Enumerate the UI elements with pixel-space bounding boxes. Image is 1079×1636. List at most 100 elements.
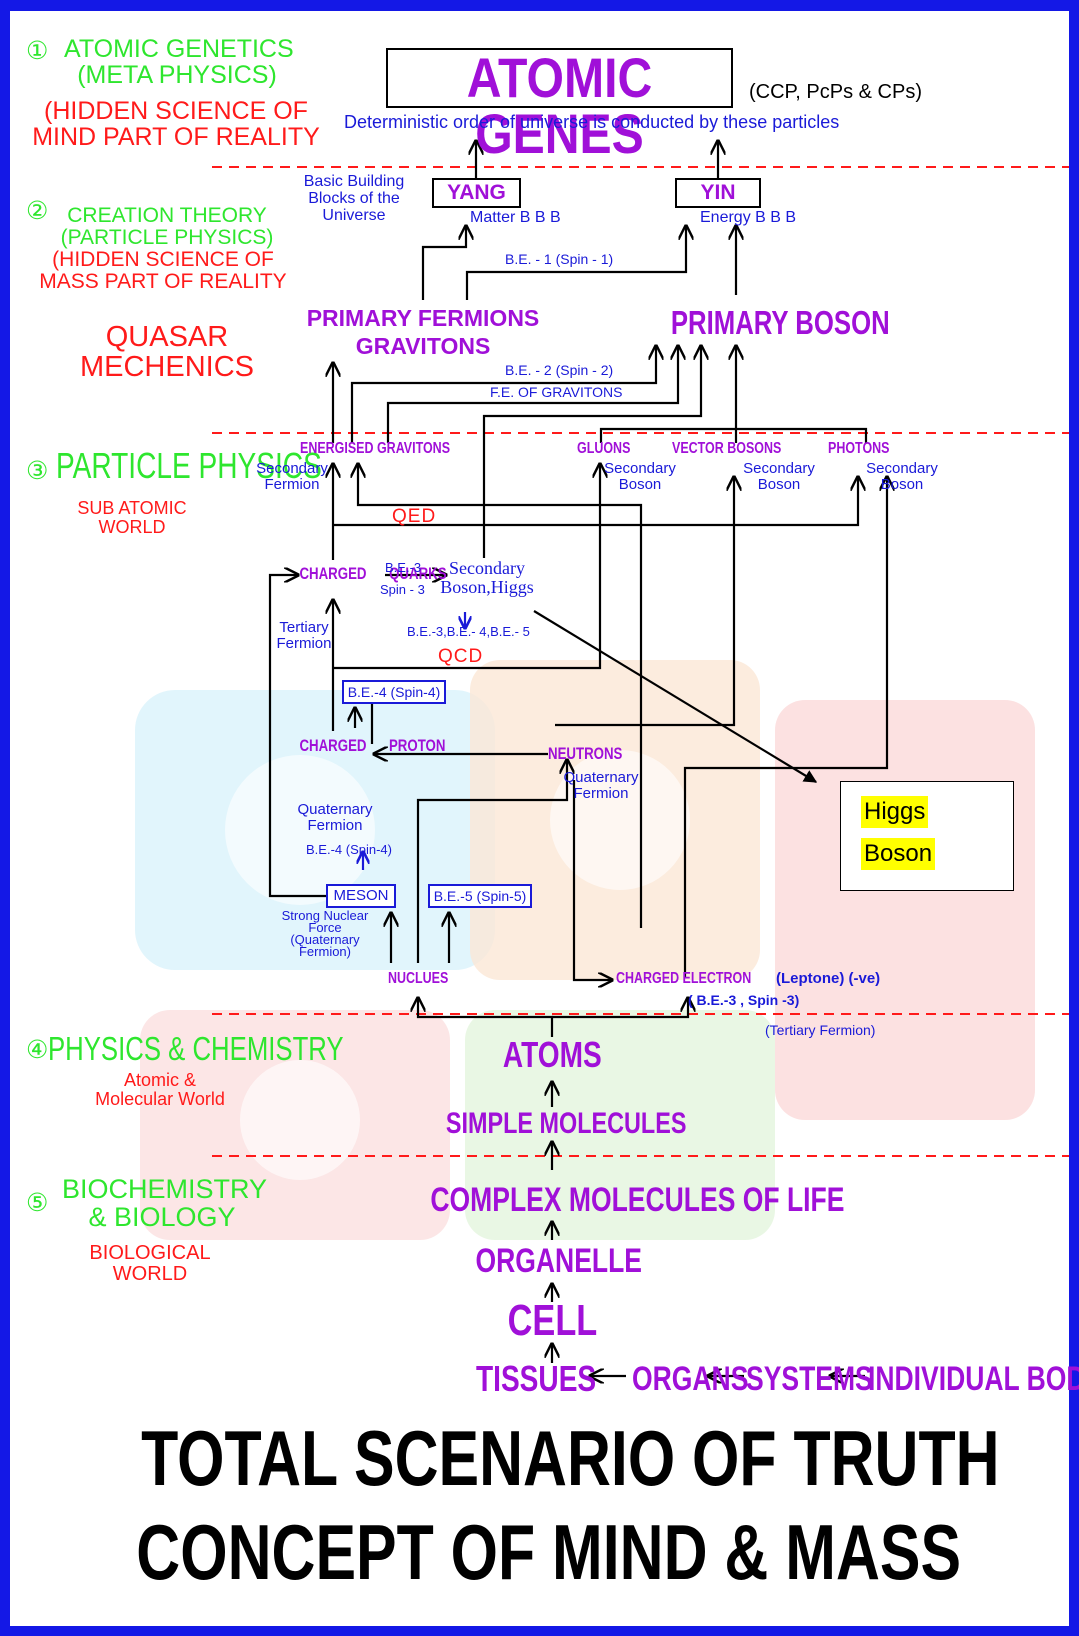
vector-sub-line: Boson	[757, 475, 801, 493]
arrow-to-higgs	[533, 610, 818, 783]
be345-label: B.E.-3,B.E.- 4,B.E.- 5	[407, 624, 530, 639]
arrow-be1	[465, 226, 686, 300]
footer-text: CONCEPT OF MIND & MASS	[136, 1508, 962, 1596]
primary-fermions: PRIMARY FERMIONS GRAVITONS	[292, 306, 554, 358]
primary-boson-label: PRIMARY BOSON	[670, 304, 890, 341]
nuclues-label: NUCLUES	[388, 970, 449, 987]
level-4-title: PHYSICS & CHEMISTRY	[48, 1031, 427, 1067]
organelle-label: ORGANELLE	[475, 1242, 642, 1280]
neutrons: NEUTRONS	[548, 745, 643, 763]
be2-label: B.E. - 2 (Spin - 2)	[505, 362, 614, 378]
neutrons-sub-line: Fermion	[573, 784, 629, 802]
charged-proton-line: CHARGED	[299, 736, 367, 755]
yang-sub: Matter B B B	[470, 209, 561, 226]
level-4-sub: Atomic & Molecular World	[80, 1071, 240, 1109]
tertiary-fermion: Tertiary Fermion	[268, 620, 340, 652]
level-5-sub-line: BIOLOGICAL	[89, 1242, 211, 1264]
electron-leptone: (Leptone) (-ve)	[776, 970, 881, 987]
neutrons-label: NEUTRONS	[548, 744, 623, 763]
arrow-fe-gravitons	[386, 346, 678, 443]
level-2-title-line: CREATION THEORY	[67, 204, 267, 227]
qed-label: QED	[392, 506, 437, 527]
simple-molecules-label: SIMPLE MOLECULES	[445, 1107, 687, 1140]
arrow-meson-to-quarks	[268, 575, 326, 898]
arrow-qed-to-photons	[333, 477, 858, 527]
level-2-sub-line: (HIDDEN SCIENCE OF	[52, 248, 274, 271]
complex-molecules: COMPLEX MOLECULES OF LIFE	[372, 1182, 844, 1219]
level-2-title-line: (PARTICLE PHYSICS)	[60, 226, 274, 250]
photons: PHOTONS	[828, 440, 907, 458]
photons-sub: Secondary Boson	[862, 461, 942, 493]
level-3-sub: SUB ATOMIC WORLD	[72, 499, 192, 537]
higgs-label: Higgs	[861, 796, 929, 828]
level-1-number: ①	[26, 37, 49, 65]
tertiary-fermion-line: Fermion	[276, 634, 332, 652]
arrow-fermions-to-yang	[421, 226, 466, 300]
quaternary-fermion: Quaternary Fermion	[294, 802, 376, 834]
arrow-be2	[350, 346, 656, 443]
charged-electron: CHARGED ELECTRON	[616, 970, 789, 988]
organelle: ORGANELLE	[452, 1242, 652, 1280]
charged-quarks-line: QUARKS	[388, 564, 447, 583]
gluons-label: GLUONS	[577, 440, 631, 457]
atomic-genes-subtitle: Deterministic order of universe is condu…	[344, 112, 840, 132]
yin-sub: Energy B B B	[700, 209, 797, 226]
bbb-label: Basic Building Blocks of the Universe	[294, 173, 414, 224]
strong-force-line: Force	[308, 920, 342, 935]
arrow-atoms-to-electron	[552, 998, 688, 1019]
quasar-line: MECHENICS	[79, 351, 254, 384]
arrow-higgs-to-boson	[482, 346, 701, 558]
gluons-sub: Secondary Boson	[600, 461, 680, 493]
simple-molecules: SIMPLE MOLECULES	[412, 1108, 692, 1140]
level-1-sub: (HIDDEN SCIENCE OF MIND PART OF REALITY	[26, 98, 326, 151]
gluons-sub-line: Boson	[618, 475, 662, 493]
tissues: TISSUES	[476, 1360, 630, 1398]
arrow-qcd-to-gluons	[333, 464, 600, 670]
level-1-sub-line: (HIDDEN SCIENCE OF	[44, 97, 308, 125]
charged-quarks-line: CHARGED	[299, 564, 367, 583]
energised-gravitons-label: ENERGISED GRAVITONS	[300, 440, 451, 457]
photons-sub-line: Secondary	[866, 460, 938, 477]
boson-label: Boson	[861, 838, 936, 870]
level-5-sub: BIOLOGICAL WORLD	[80, 1243, 220, 1285]
neutrons-sub-line: Quaternary	[563, 769, 639, 786]
charged-proton-line: PROTON	[388, 736, 446, 755]
primary-fermions-line: GRAVITONS	[355, 333, 491, 360]
yin-box: YIN	[675, 178, 761, 208]
yang-label: YANG	[447, 181, 506, 204]
individual-body: INDIVIDUAL BODY	[868, 1361, 1079, 1398]
level-5-title-line: BIOCHEMISTRY	[62, 1174, 268, 1204]
level-1-title: ATOMIC GENETICS (META PHYSICS)	[64, 36, 294, 90]
cell-label: CELL	[507, 1296, 597, 1345]
quasar-mechanics: QUASAR MECHENICS	[60, 322, 274, 383]
level-5-title-line: & BIOLOGY	[88, 1202, 236, 1233]
level-3-sub-line: WORLD	[98, 516, 166, 537]
be3-label: B.E.-3	[385, 560, 422, 575]
photons-label: PHOTONS	[828, 440, 890, 457]
footer-line-1: TOTAL SCENARIO OF TRUTH	[20, 1417, 1059, 1500]
charged-proton: CHARGED PROTON	[290, 734, 445, 755]
primary-boson: PRIMARY BOSON	[640, 305, 890, 341]
level-4-number: ④	[26, 1036, 49, 1064]
boson-bracket	[599, 427, 868, 443]
level-5-number: ⑤	[26, 1189, 49, 1217]
bbb-line: Basic Building	[303, 173, 405, 190]
level-3-number: ③	[26, 457, 49, 485]
level-2-sub-line: MASS PART OF REALITY	[39, 270, 287, 294]
level-1-title-line: (META PHYSICS)	[77, 61, 277, 90]
atomic-genes-title: ATOMIC GENES	[466, 46, 653, 165]
systems-label: SYSTEMS	[746, 1360, 873, 1398]
energised-gravitons: ENERGISED GRAVITONS	[300, 440, 492, 458]
tissues-label: TISSUES	[476, 1358, 597, 1399]
arrow-neutrons-to-electron	[572, 780, 612, 980]
secondary-boson-higgs-line: Boson,Higgs	[440, 576, 534, 597]
level-3-title-text: PARTICLE PHYSICS	[56, 445, 322, 486]
vector-bosons: VECTOR BOSONS	[672, 440, 812, 458]
neutrons-sub: Quaternary Fermion	[562, 770, 640, 802]
level-5-sub-line: WORLD	[112, 1263, 188, 1285]
tertiary-fermion-2: (Tertiary Fermion)	[765, 1022, 876, 1038]
photons-sub-line: Boson	[880, 475, 924, 493]
atoms: ATOMS	[452, 1036, 652, 1074]
fe-gravitons-label: F.E. OF GRAVITONS	[490, 384, 623, 400]
